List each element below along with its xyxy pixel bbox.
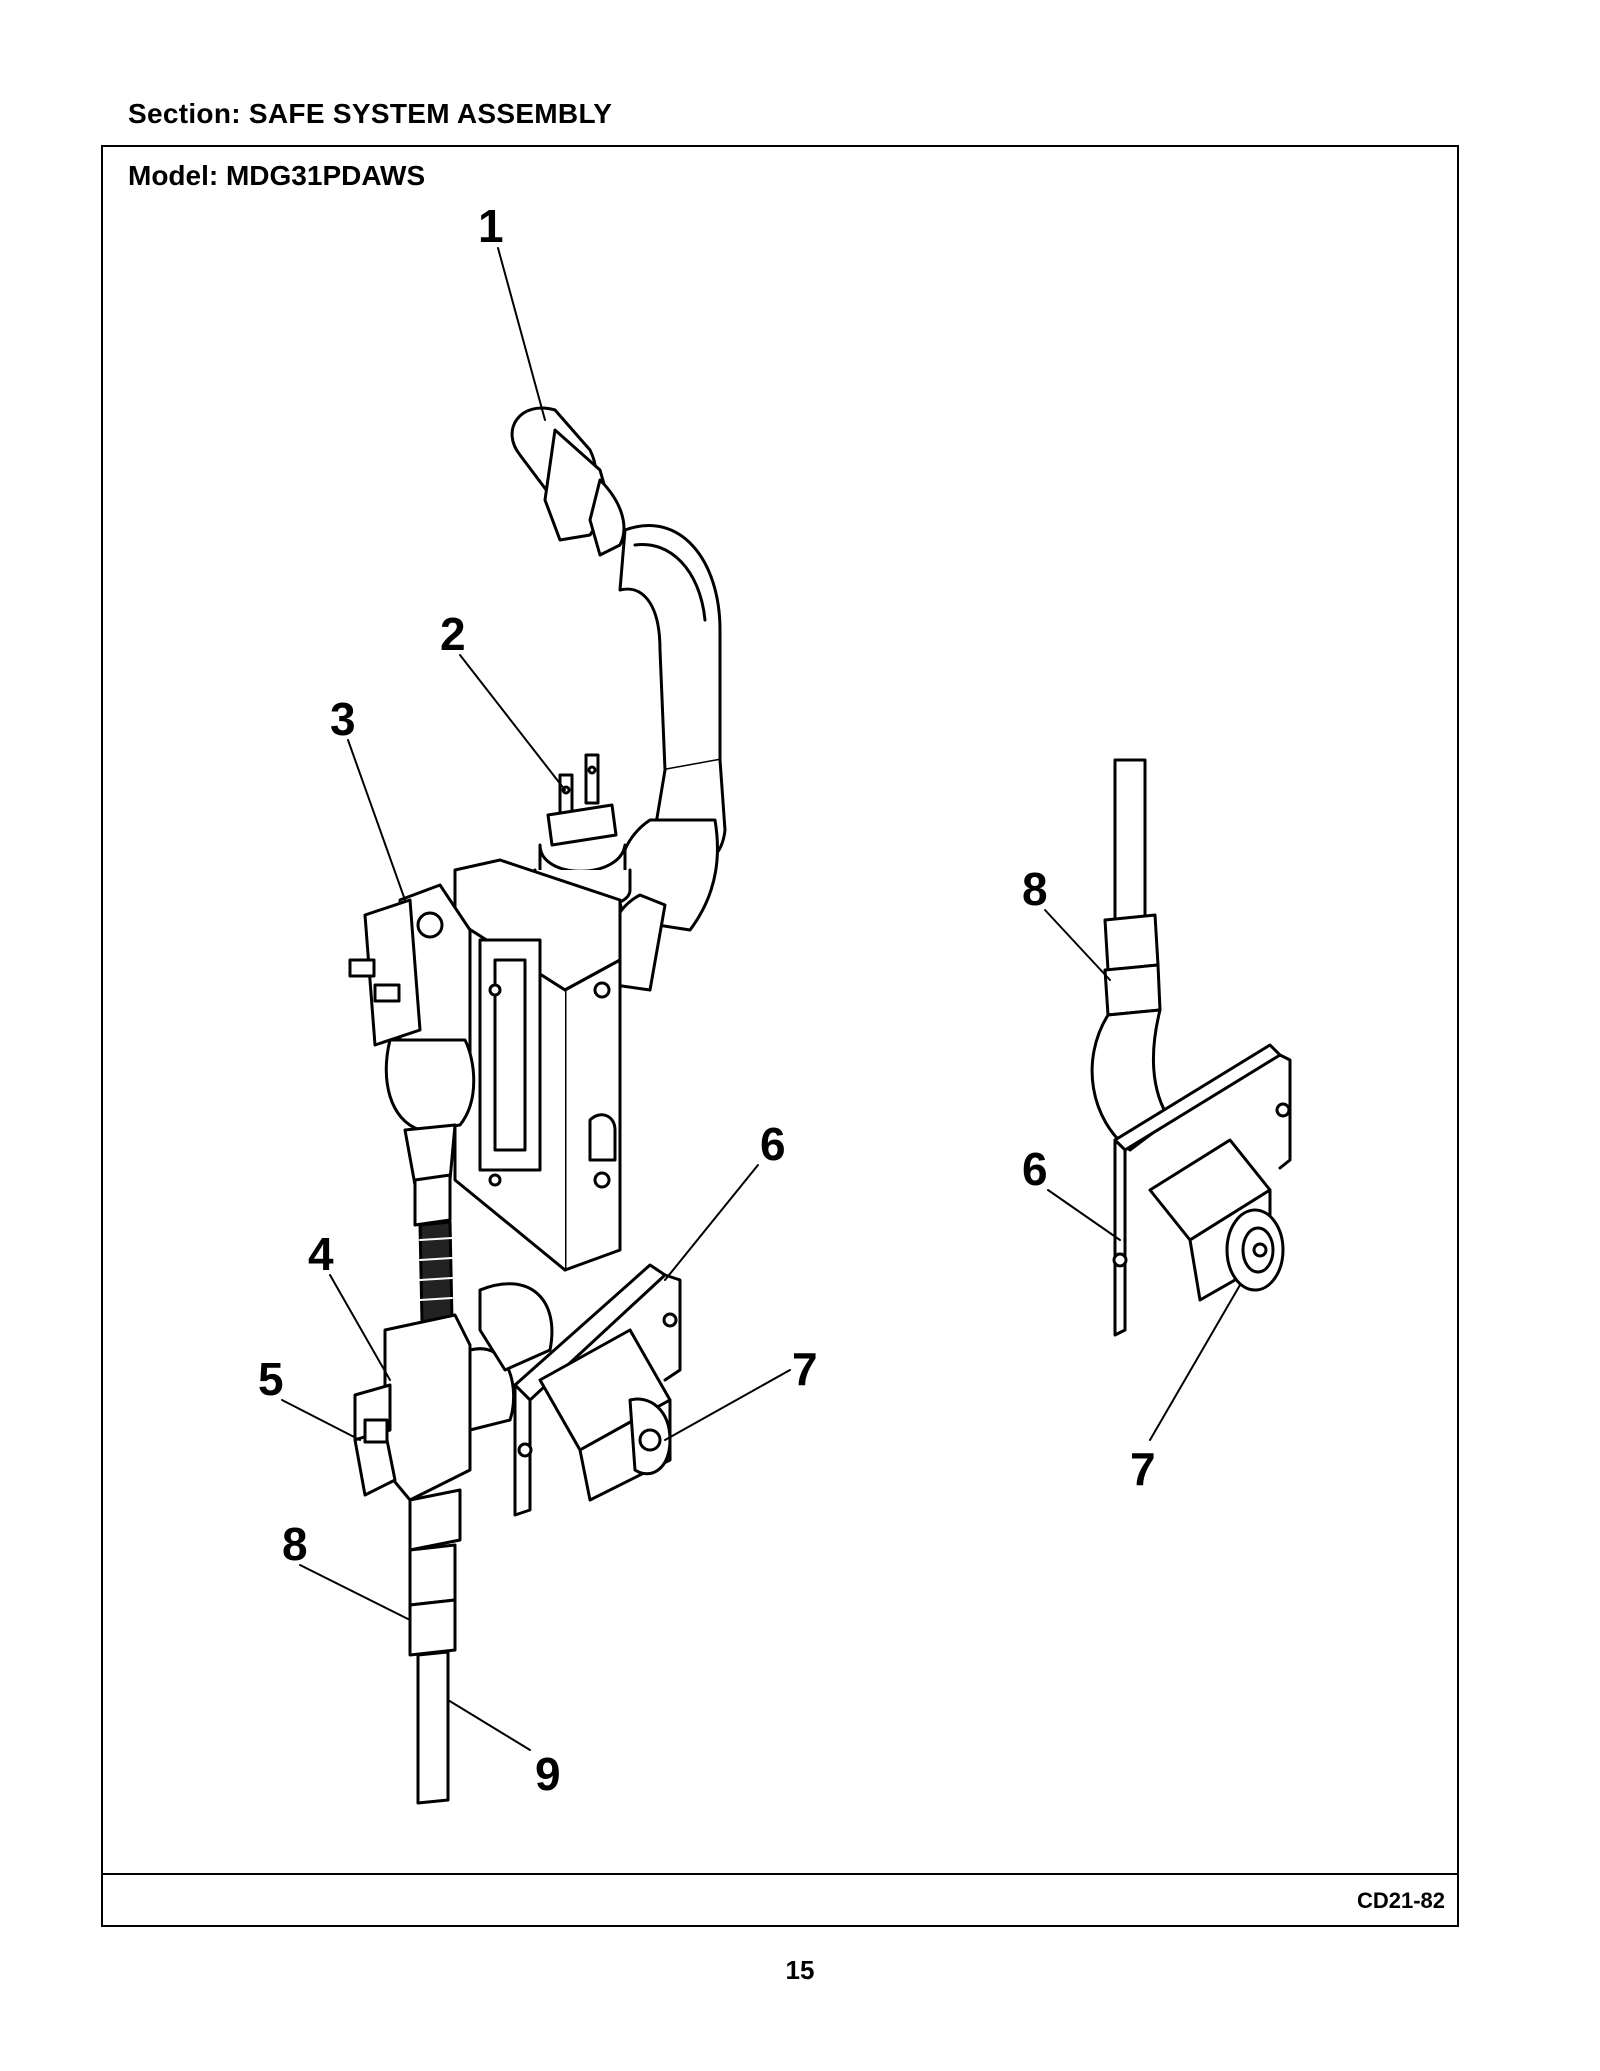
mounting-bracket — [453, 858, 622, 1272]
callout-left-3: 3 — [330, 693, 356, 745]
callout-right-6: 6 — [1022, 1143, 1048, 1195]
callout-left-6: 6 — [760, 1118, 786, 1170]
outlet-tube-detail — [1090, 758, 1292, 1337]
supply-tubing — [408, 1543, 457, 1805]
footer-divider — [101, 1873, 1459, 1875]
callout-right-7: 7 — [1130, 1443, 1156, 1495]
section-title: Section: SAFE SYSTEM ASSEMBLY — [128, 98, 613, 129]
callout-left-5: 5 — [258, 1353, 284, 1405]
callout-left-4: 4 — [308, 1228, 334, 1280]
callout-left-2: 2 — [440, 608, 466, 660]
diagram-frame — [101, 145, 1459, 1927]
callout-left-7: 7 — [792, 1343, 818, 1395]
inlet-fitting — [510, 406, 626, 557]
solenoid-valve — [348, 883, 476, 1324]
callout-right-8: 8 — [1022, 863, 1048, 915]
model-title: Model: MDG31PDAWS — [128, 160, 426, 191]
leader-lines — [281, 247, 1241, 1751]
callout-left-8: 8 — [282, 1518, 308, 1570]
outlet-bracket — [513, 1263, 682, 1517]
callout-left-9: 9 — [535, 1748, 561, 1800]
hose-elbow — [606, 524, 727, 992]
page-number: 15 — [785, 1955, 815, 1985]
callout-left-1: 1 — [478, 200, 504, 252]
flow-restrictor — [353, 1418, 397, 1497]
drawing-code: CD21-82 — [1356, 1888, 1445, 1913]
